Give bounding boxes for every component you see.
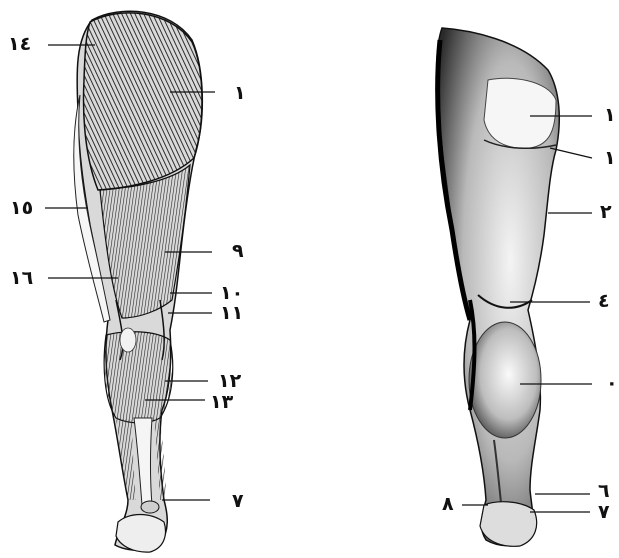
label-left-13: ١٣	[210, 392, 233, 412]
label-left-14: ١٤	[8, 34, 31, 54]
label-right-0: ٠	[606, 373, 618, 393]
label-left-10: ١٠	[220, 283, 243, 303]
label-left-12: ١٢	[218, 371, 241, 391]
label-left-11: ١١	[220, 303, 243, 323]
label-left-16: ١٦	[10, 268, 33, 288]
label-right-4: ٤	[598, 291, 610, 311]
label-left-9: ٩	[232, 241, 244, 261]
label-right-1b: ١	[604, 148, 616, 168]
label-right-7: ٧	[598, 502, 610, 522]
label-right-8: ٨	[442, 494, 454, 514]
label-right-2: ٢	[600, 202, 612, 222]
label-left-7: ٧	[232, 491, 244, 511]
right-surface-leg	[437, 28, 559, 546]
label-left-15: ١٥	[10, 198, 33, 218]
label-right-1a: ١	[604, 105, 616, 125]
label-left-1: ١	[234, 83, 246, 103]
label-right-6: ٦	[598, 481, 610, 501]
